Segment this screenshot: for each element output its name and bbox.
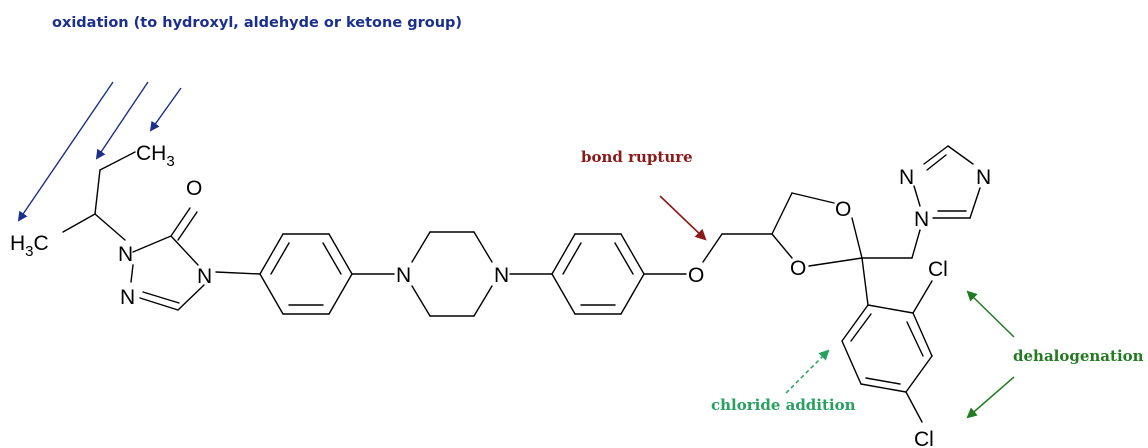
triazolone-n1: N — [118, 243, 133, 266]
h3c-methyl-label: H3C — [10, 232, 49, 260]
dehalogenation-arrow-bottom — [966, 376, 1015, 419]
oxidation-label: oxidation (to hydroxyl, aldehyde or keto… — [52, 15, 462, 31]
methyl-label: CH3 — [136, 142, 175, 170]
triazolone-n2: N — [120, 286, 135, 309]
bond-rupture-label: bond rupture — [581, 148, 693, 166]
triazole-n-attach: N — [914, 208, 929, 231]
oxidation-arrows — [17, 81, 182, 222]
chloride-addition-label: chloride addition — [711, 396, 856, 414]
chloride-addition-arrow — [785, 349, 830, 394]
dioxolane-oxygen-bottom: O — [790, 257, 806, 280]
triazole-n-right: N — [976, 166, 991, 189]
triazolone-n4: N — [197, 265, 212, 288]
piperazine-n-right: N — [494, 264, 509, 287]
oxidation-arrow-3 — [149, 87, 182, 132]
dioxolane-oxygen-top: O — [835, 198, 851, 221]
carbonyl-oxygen: O — [186, 177, 202, 200]
chlorine-bottom: Cl — [914, 428, 934, 448]
dehalogenation-label: dehalogenation — [1013, 347, 1144, 365]
molecule-bonds — [62, 145, 981, 423]
dehalogenation-arrow-top — [966, 290, 1015, 338]
oxidation-arrow-1 — [17, 81, 114, 222]
piperazine-n-left: N — [396, 264, 411, 287]
atom-labels: CH3 H3C O N N N N N O O O N N N Cl Cl — [10, 142, 991, 448]
triazole-n-top: N — [899, 166, 914, 189]
ether-oxygen: O — [688, 264, 704, 287]
oxidation-arrow-2 — [95, 81, 149, 160]
chlorine-top: Cl — [928, 258, 948, 281]
bond-rupture-arrow — [659, 195, 707, 241]
